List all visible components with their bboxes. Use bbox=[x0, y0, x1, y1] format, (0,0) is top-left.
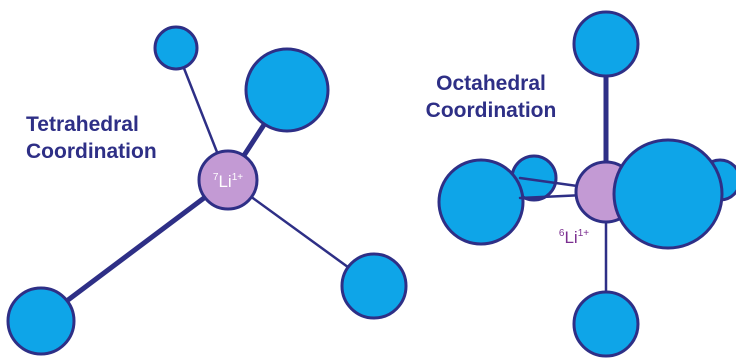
tetra-ligand-bottom-left bbox=[6, 286, 76, 356]
tetra-bond-bottom-left bbox=[41, 177, 231, 321]
tetra-ligand-top-right bbox=[244, 47, 330, 133]
octa-ion-label: 6Li1+ bbox=[559, 228, 589, 247]
tetra-ligand-top-small bbox=[153, 25, 199, 71]
octa-ligand-top bbox=[572, 10, 640, 78]
octahedral-structure: 6Li1+ bbox=[437, 10, 736, 358]
octa-ligand-bottom bbox=[572, 290, 640, 358]
octahedral-title-line2: Coordination bbox=[426, 99, 557, 122]
tetra-ligand-bottom-right bbox=[340, 252, 408, 320]
tetra-center-ion bbox=[197, 149, 259, 211]
octa-ligand-front-right-large bbox=[612, 138, 724, 250]
octahedral-title-line1: Octahedral bbox=[436, 72, 546, 95]
tetrahedral-structure: 7Li1+ bbox=[6, 25, 408, 356]
tetra-ion-label: 7Li1+ bbox=[213, 172, 243, 191]
tetrahedral-title-line1: Tetrahedral bbox=[26, 113, 139, 136]
tetrahedral-title-line2: Coordination bbox=[26, 140, 157, 163]
octa-ligand-left-large bbox=[437, 158, 525, 246]
